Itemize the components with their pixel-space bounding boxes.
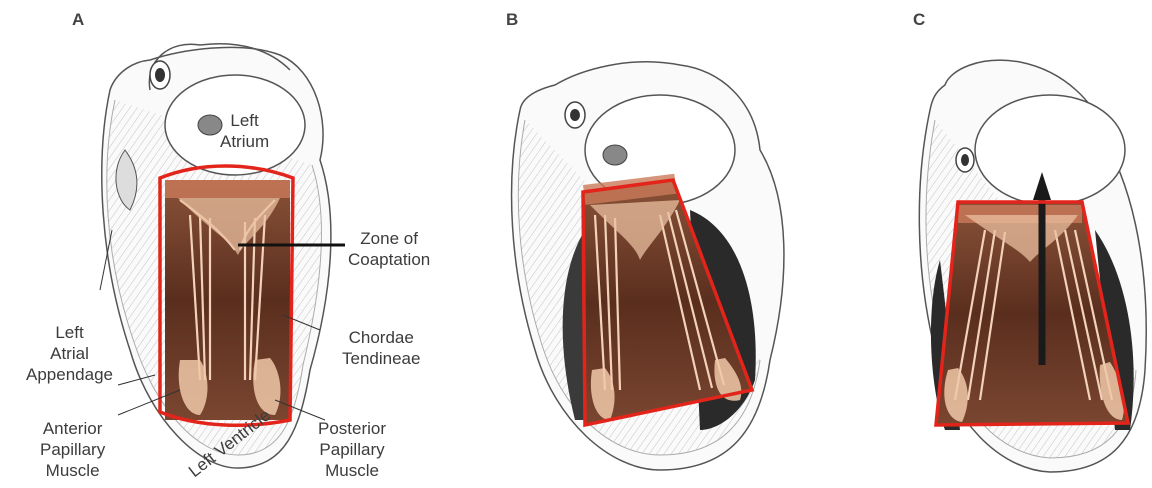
panel-b-heart	[512, 62, 784, 470]
panel-c-heart	[919, 60, 1146, 472]
panel-a-heart	[100, 44, 345, 468]
